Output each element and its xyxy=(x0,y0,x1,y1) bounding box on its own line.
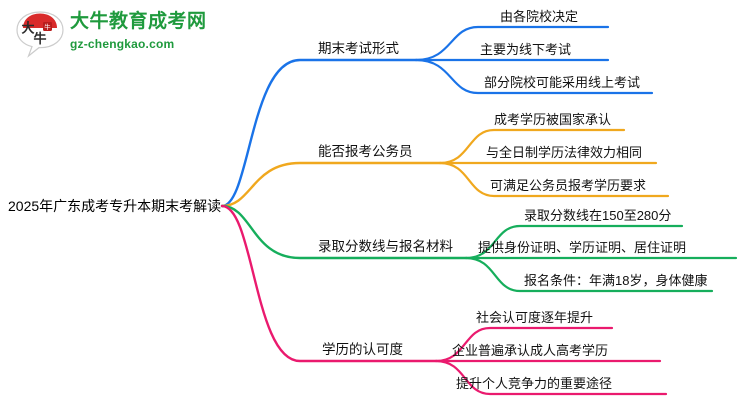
logo-site-url: gz-chengkao.com xyxy=(70,37,175,51)
branch-2-child-1-connector xyxy=(438,128,626,165)
branch-3-leaf-3-label: 报名条件：年满18岁，身体健康 xyxy=(524,273,707,288)
logo-seal-square xyxy=(43,22,52,31)
branch-2-trunk xyxy=(220,161,442,208)
logo-mark-icon: 牛 大 牛 xyxy=(16,11,64,58)
branch-1-trunk xyxy=(220,58,418,208)
branch-2-label: 能否报考公务员 xyxy=(318,144,413,159)
logo-text-block: 大牛教育成考网 gz-chengkao.com xyxy=(70,11,207,52)
branch-2-child-3-connector xyxy=(438,161,670,198)
branch-4-child-3-connector xyxy=(434,359,668,396)
branch-1-child-3-connector xyxy=(414,58,654,95)
branch-4-label: 学历的认可度 xyxy=(322,342,403,357)
logo-mark-char-2: 牛 xyxy=(33,31,46,46)
branch-3-child-1-connector xyxy=(464,224,684,260)
branch-2-leaf-1-label: 成考学历被国家承认 xyxy=(494,112,611,127)
logo-site-name: 大牛教育成考网 xyxy=(70,11,207,32)
branch-1-leaf-3-label: 部分院校可能采用线上考试 xyxy=(484,75,640,90)
branch-3-leaf-2-label: 提供身份证明、学历证明、居住证明 xyxy=(478,240,686,255)
branch-4-child-1-connector xyxy=(434,326,614,363)
branch-4-leaf-2-label: 企业普遍承认成人高考学历 xyxy=(452,343,608,358)
mindmap-root-label: 2025年广东成考专升本期末考解读 xyxy=(8,198,221,214)
branch-4-trunk xyxy=(220,204,438,363)
mindmap-branch-3[interactable]: 录取分数线与报名材料 录取分数线在150至280分 提供身份证明、学历证明、居住… xyxy=(220,204,738,293)
site-logo: 牛 大 牛 大牛教育成考网 gz-chengkao.com xyxy=(14,6,207,62)
branch-1-child-1-connector xyxy=(414,25,610,62)
branch-3-label: 录取分数线与报名材料 xyxy=(318,239,453,254)
branch-4-leaf-3-label: 提升个人竞争力的重要途径 xyxy=(456,376,612,391)
logo-mark-char-1: 大 xyxy=(21,21,34,36)
branch-4-leaf-1-label: 社会认可度逐年提升 xyxy=(476,310,593,325)
branch-1-leaf-2-label: 主要为线下考试 xyxy=(480,42,571,57)
branch-1-leaf-1-label: 由各院校决定 xyxy=(500,9,578,24)
branch-3-leaf-1-label: 录取分数线在150至280分 xyxy=(524,208,671,223)
branch-1-label: 期末考试形式 xyxy=(318,41,399,56)
branch-3-child-3-connector xyxy=(464,256,714,293)
branch-3-trunk xyxy=(220,204,468,260)
branch-2-leaf-2-label: 与全日制学历法律效力相同 xyxy=(486,145,642,160)
branch-2-leaf-3-label: 可满足公务员报考学历要求 xyxy=(490,178,646,193)
mindmap-branch-4[interactable]: 学历的认可度 社会认可度逐年提升 企业普遍承认成人高考学历 提升个人竞争力的重要… xyxy=(220,204,668,396)
logo-seal-text: 牛 xyxy=(44,22,51,31)
mindmap-branch-1[interactable]: 期末考试形式 由各院校决定 主要为线下考试 部分院校可能采用线上考试 xyxy=(220,9,654,208)
mindmap-branch-2[interactable]: 能否报考公务员 成考学历被国家承认 与全日制学历法律效力相同 可满足公务员报考学… xyxy=(220,112,670,208)
